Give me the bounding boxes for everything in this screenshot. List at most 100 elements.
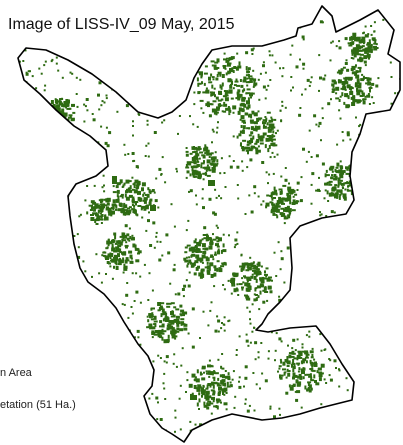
vegetation-pixel (185, 166, 190, 169)
vegetation-pixel (207, 383, 212, 386)
vegetation-pixel (201, 392, 206, 396)
vegetation-pixel (253, 121, 258, 125)
vegetation-pixel (115, 246, 120, 250)
vegetation-pixel (340, 182, 345, 186)
vegetation-pixel (119, 195, 123, 198)
vegetation-pixel (122, 359, 126, 363)
vegetation-pixel (88, 422, 91, 425)
vegetation-pixel (25, 71, 28, 74)
vegetation-pixel (399, 386, 400, 390)
vegetation-pixel (285, 391, 289, 395)
vegetation-pixel (351, 71, 356, 75)
vegetation-pixel (113, 239, 116, 243)
vegetation-pixel (190, 395, 197, 400)
vegetation-pixel (271, 54, 274, 57)
vegetation-pixel (146, 326, 150, 329)
vegetation-pixel (184, 246, 188, 249)
vegetation-pixel (296, 390, 301, 394)
vegetation-pixel (273, 415, 276, 419)
vegetation-pixel (192, 123, 195, 126)
vegetation-pixel (372, 226, 375, 229)
vegetation-pixel (213, 272, 217, 277)
vegetation-pixel (153, 246, 156, 249)
vegetation-pixel (217, 71, 222, 75)
vegetation-pixel (353, 293, 356, 296)
vegetation-pixel (329, 359, 332, 362)
vegetation-pixel (129, 185, 132, 190)
vegetation-pixel (43, 430, 46, 433)
vegetation-pixel (278, 319, 281, 322)
vegetation-pixel (185, 229, 188, 232)
vegetation-pixel (230, 278, 234, 282)
vegetation-pixel (170, 320, 175, 324)
vegetation-pixel (354, 362, 358, 366)
vegetation-pixel (178, 12, 180, 15)
vegetation-pixel (79, 280, 82, 283)
vegetation-pixel (125, 104, 129, 108)
vegetation-pixel (279, 376, 283, 380)
vegetation-pixel (135, 60, 138, 63)
vegetation-pixel (275, 208, 280, 213)
vegetation-pixel (67, 366, 70, 369)
vegetation-pixel (60, 53, 63, 56)
vegetation-pixel (369, 44, 373, 48)
vegetation-pixel (203, 371, 205, 374)
vegetation-pixel (242, 125, 246, 130)
vegetation-pixel (349, 36, 354, 41)
vegetation-pixel (346, 84, 351, 89)
vegetation-pixel (307, 381, 312, 384)
vegetation-pixel (269, 407, 272, 410)
vegetation-pixel (365, 244, 369, 248)
vegetation-pixel (97, 159, 101, 163)
vegetation-pixel (211, 128, 214, 131)
vegetation-pixel (107, 436, 110, 439)
vegetation-pixel (34, 418, 38, 422)
vegetation-pixel (202, 247, 205, 250)
vegetation-pixel (193, 385, 197, 389)
vegetation-pixel (215, 111, 219, 114)
vegetation-pixel (139, 197, 143, 202)
vegetation-pixel (255, 147, 259, 151)
vegetation-pixel (330, 98, 332, 101)
vegetation-pixel (165, 361, 168, 364)
vegetation-pixel (204, 395, 208, 399)
vegetation-pixel (295, 240, 298, 243)
vegetation-pixel (271, 192, 276, 195)
vegetation-pixel (361, 90, 364, 95)
vegetation-pixel (123, 385, 126, 388)
vegetation-pixel (40, 145, 44, 149)
vegetation-pixel (41, 442, 43, 444)
vegetation-pixel (58, 371, 61, 374)
vegetation-pixel (339, 165, 343, 169)
vegetation-pixel (252, 135, 255, 140)
vegetation-pixel (124, 153, 127, 156)
vegetation-pixel (380, 260, 383, 263)
vegetation-pixel (198, 408, 200, 410)
vegetation-pixel (137, 166, 139, 169)
vegetation-pixel (318, 373, 323, 378)
vegetation-pixel (57, 119, 62, 123)
vegetation-pixel (305, 250, 309, 254)
vegetation-pixel (287, 344, 289, 347)
vegetation-pixel (267, 182, 269, 185)
vegetation-pixel (131, 234, 134, 237)
vegetation-pixel (195, 194, 197, 197)
vegetation-pixel (243, 385, 245, 388)
vegetation-pixel (344, 93, 349, 98)
vegetation-pixel (236, 283, 239, 286)
vegetation-pixel (335, 367, 337, 369)
vegetation-pixel (259, 290, 262, 295)
vegetation-pixel (305, 354, 308, 359)
vegetation-pixel (61, 108, 65, 113)
vegetation-pixel (52, 429, 55, 432)
vegetation-pixel (215, 243, 219, 247)
vegetation-pixel (215, 96, 219, 100)
vegetation-pixel (212, 211, 216, 215)
vegetation-pixel (310, 377, 313, 380)
vegetation-pixel (328, 192, 332, 197)
vegetation-pixel (48, 111, 53, 116)
vegetation-pixel (343, 170, 346, 173)
vegetation-pixel (231, 378, 234, 381)
vegetation-pixel (361, 276, 365, 280)
vegetation-pixel (18, 325, 19, 329)
